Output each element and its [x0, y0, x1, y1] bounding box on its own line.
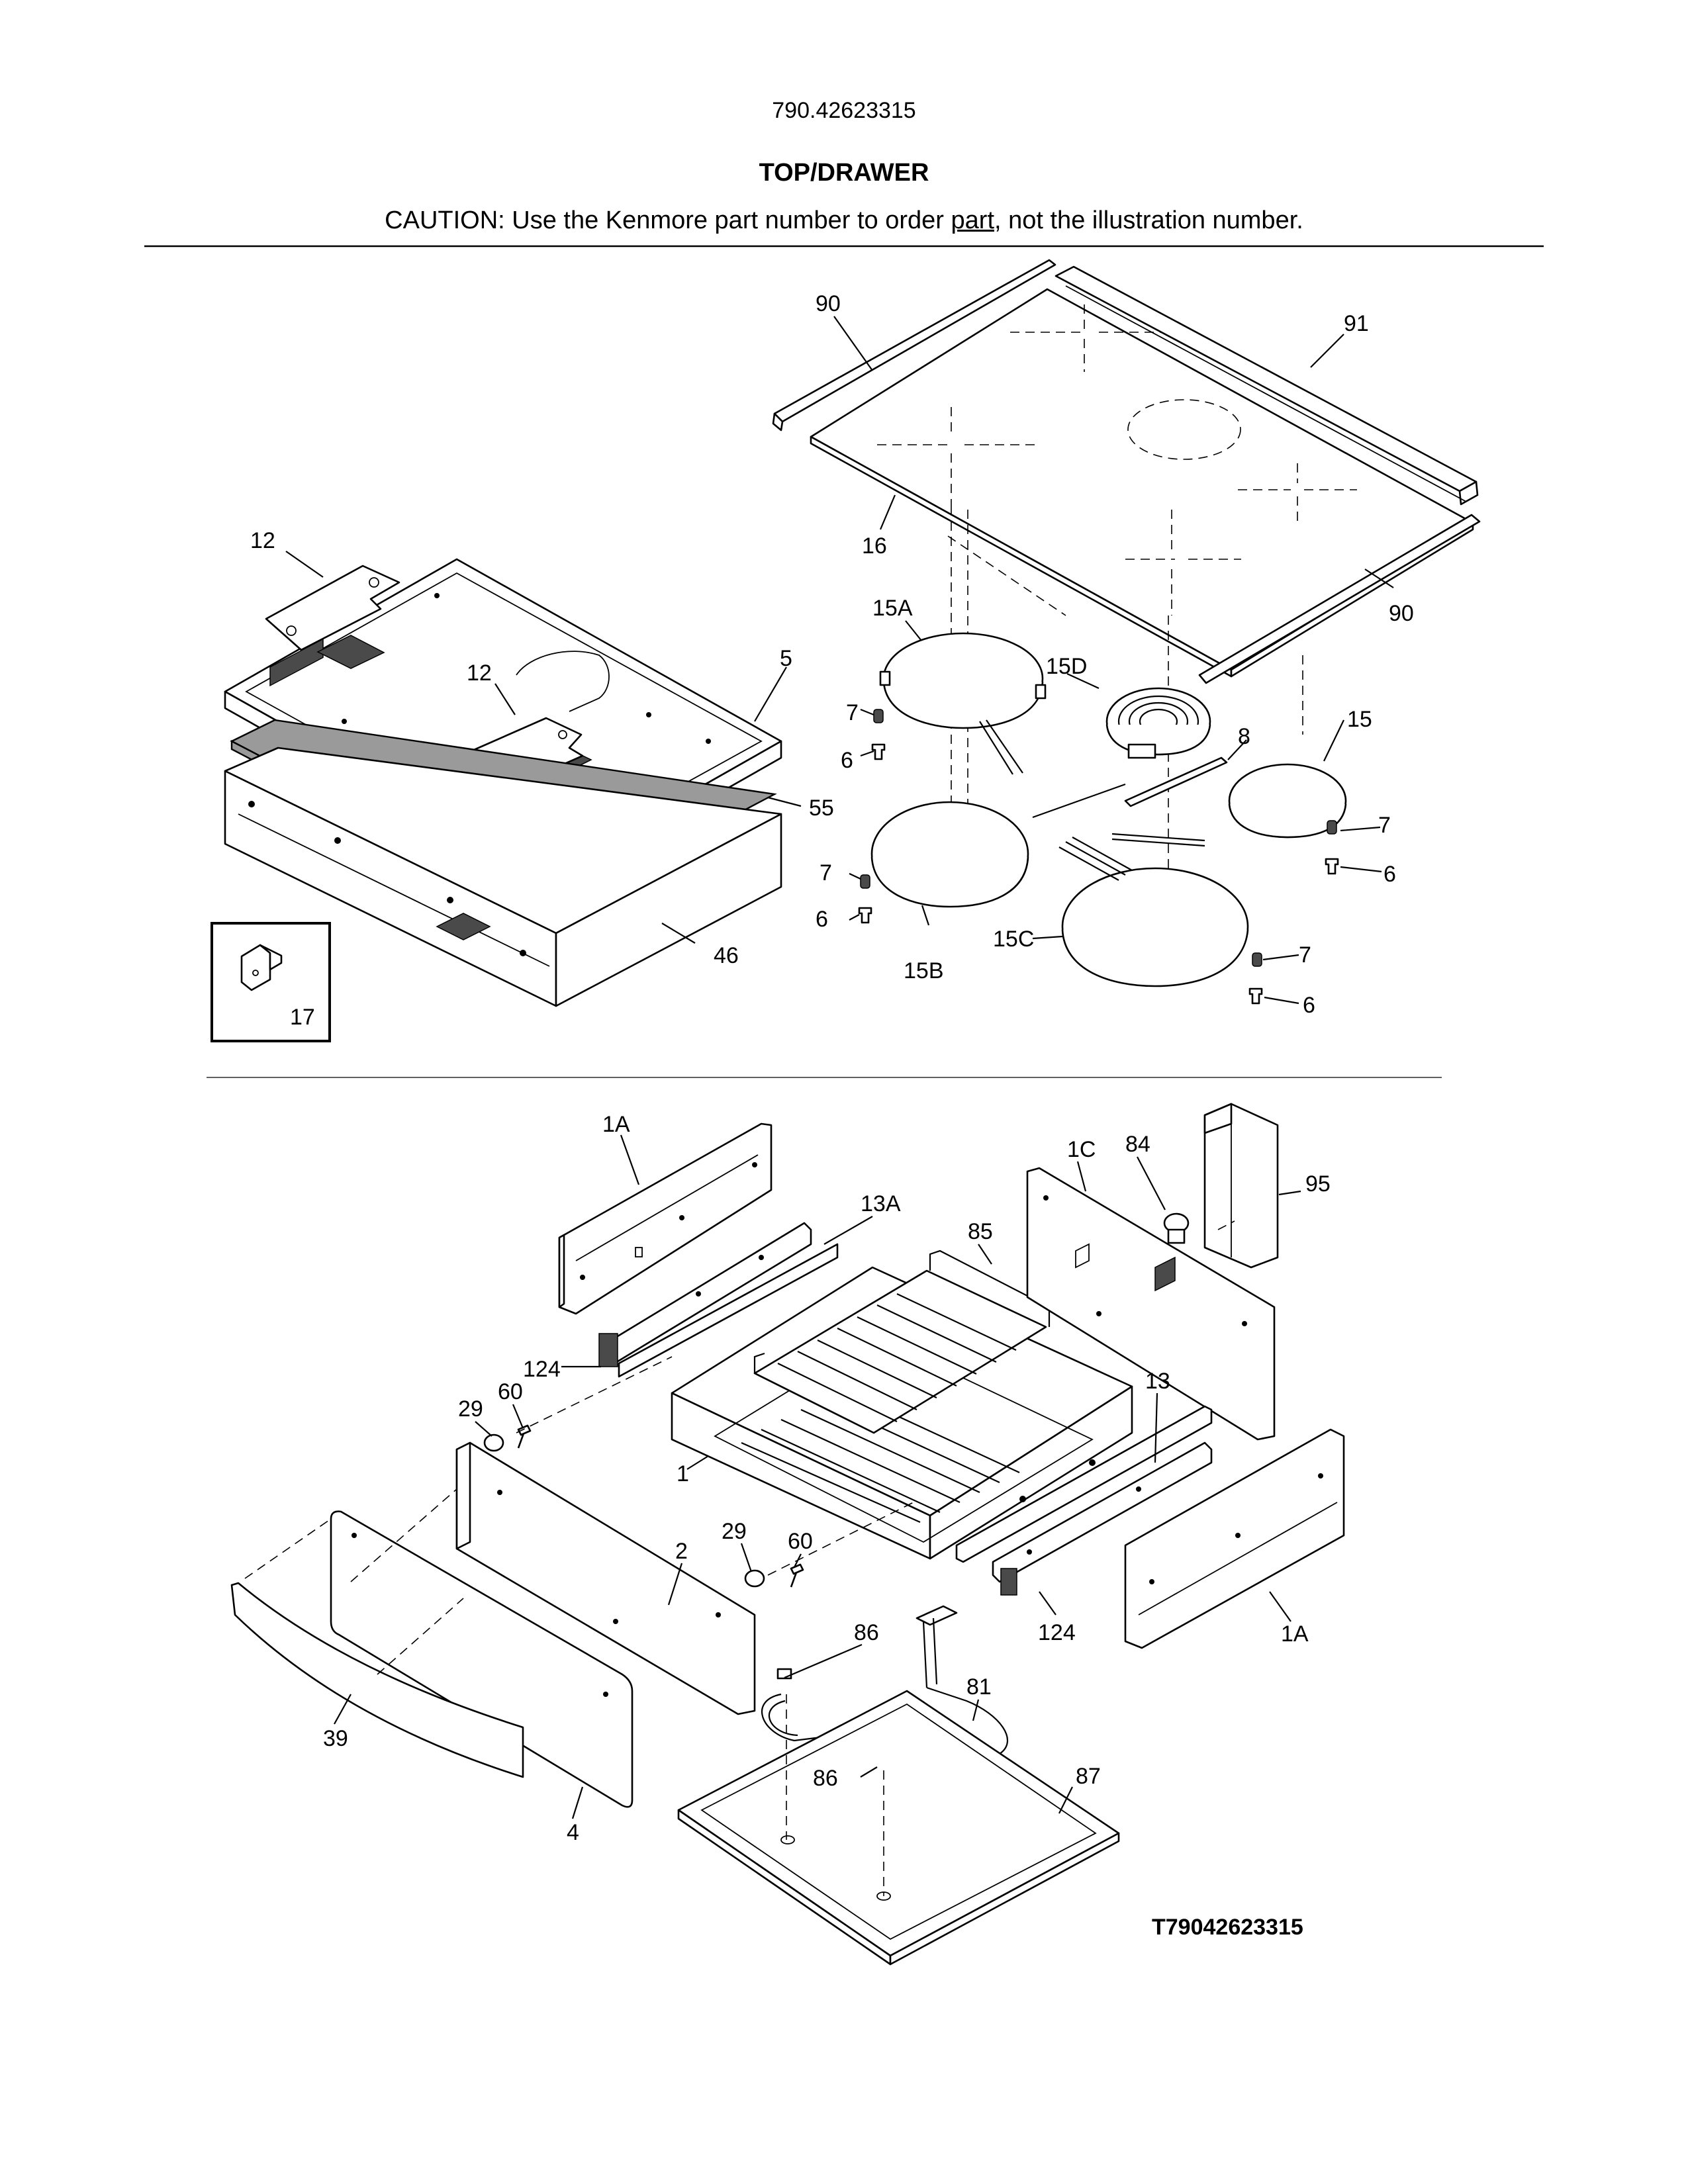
callout-6c: 6	[1383, 862, 1396, 887]
back-panel-1C	[1026, 1167, 1276, 1441]
caution-underlined-word: part	[951, 206, 994, 234]
caution-prefix: CAUTION: Use the Kenmore part number to …	[385, 206, 951, 234]
bracket-17-inset	[211, 922, 331, 1042]
callout-15A: 15A	[872, 596, 913, 621]
callout-124-right: 124	[1038, 1620, 1076, 1645]
callout-15B: 15B	[904, 958, 944, 983]
callout-2: 2	[675, 1539, 688, 1564]
screws-6	[858, 743, 1339, 1005]
callout-1A-bottom: 1A	[1281, 1621, 1309, 1647]
callout-86-lower: 86	[813, 1766, 838, 1791]
oven-rack-85	[753, 1250, 1051, 1434]
drawer-slide-13A	[598, 1222, 839, 1378]
caution-suffix: , not the illustration number.	[994, 206, 1303, 234]
guide-lines-drawer	[244, 1220, 1235, 1896]
trim-strip-90-upper	[772, 259, 1056, 432]
burner-element-15	[1228, 763, 1347, 839]
callout-15: 15	[1347, 707, 1372, 732]
callout-1: 1	[677, 1461, 689, 1486]
burner-element-15C	[1058, 837, 1249, 987]
callout-90-upper: 90	[816, 291, 841, 316]
cover-95	[1203, 1103, 1279, 1269]
model-number: 790.42623315	[772, 98, 916, 123]
leader-lines-drawer	[334, 1134, 1301, 1819]
callout-6d: 6	[1303, 993, 1315, 1018]
callout-55: 55	[809, 796, 834, 821]
burner-element-15A	[879, 632, 1047, 775]
callout-12-upper: 12	[250, 528, 275, 553]
bottom-plate-87	[677, 1690, 1120, 1966]
leader-lines-top	[285, 316, 1394, 1005]
screws-60	[517, 1424, 804, 1588]
callout-12-center: 12	[467, 660, 492, 686]
callout-81: 81	[966, 1674, 992, 1700]
drawer-slide-13	[955, 1405, 1213, 1596]
burner-element-15B	[870, 801, 1029, 908]
callout-91: 91	[1344, 311, 1369, 336]
caution-note: CAUTION: Use the Kenmore part number to …	[0, 206, 1688, 235]
diagram-code: T79042623315	[1152, 1915, 1303, 1940]
bumpers-29	[483, 1433, 765, 1588]
callout-7b: 7	[820, 860, 832, 886]
callout-87: 87	[1076, 1764, 1101, 1789]
callout-29-right: 29	[722, 1519, 747, 1544]
side-panel-1A-left	[558, 1122, 773, 1315]
rear-trim-91	[1055, 265, 1479, 506]
burner-element-15D	[1105, 687, 1211, 759]
callout-6a: 6	[841, 748, 853, 773]
callout-124-left: 124	[523, 1357, 561, 1382]
wire-harness-8	[1032, 756, 1228, 847]
callout-1C: 1C	[1067, 1137, 1096, 1162]
callout-7a: 7	[846, 700, 859, 725]
callout-4: 4	[567, 1820, 579, 1845]
drawer-front-panel-4	[330, 1510, 633, 1808]
clip-springs-7	[860, 709, 1337, 967]
callout-90-lower: 90	[1389, 601, 1414, 626]
callout-17: 17	[290, 1005, 315, 1030]
trim-strip-90-lower	[1198, 514, 1481, 684]
callout-13A: 13A	[861, 1191, 901, 1216]
callout-86-upper: 86	[854, 1620, 879, 1645]
callout-13: 13	[1145, 1369, 1170, 1394]
side-panel-1A-right	[1124, 1428, 1345, 1649]
section-title: TOP/DRAWER	[759, 159, 929, 187]
callout-16: 16	[862, 533, 887, 559]
burner-box-46	[224, 747, 782, 1007]
callout-85: 85	[968, 1219, 993, 1244]
callout-84: 84	[1125, 1132, 1150, 1157]
callout-6b: 6	[816, 907, 828, 932]
callout-5: 5	[780, 646, 792, 671]
callout-8: 8	[1238, 724, 1250, 749]
sensor-84	[1163, 1212, 1190, 1244]
callout-29-left: 29	[458, 1396, 483, 1422]
callout-39: 39	[323, 1726, 348, 1751]
callout-60-left: 60	[498, 1379, 523, 1404]
callout-7c: 7	[1378, 813, 1391, 838]
callout-60-right: 60	[788, 1529, 813, 1554]
bracket-12-upper	[265, 565, 400, 651]
callout-7d: 7	[1299, 942, 1311, 968]
callout-46: 46	[714, 943, 739, 968]
inner-drawer-panel-2	[455, 1441, 756, 1715]
callout-15C: 15C	[993, 927, 1034, 952]
drawer-handle-39	[230, 1582, 524, 1778]
callout-15D: 15D	[1046, 654, 1087, 679]
callout-95: 95	[1305, 1171, 1331, 1197]
callout-1A-top: 1A	[602, 1112, 630, 1137]
